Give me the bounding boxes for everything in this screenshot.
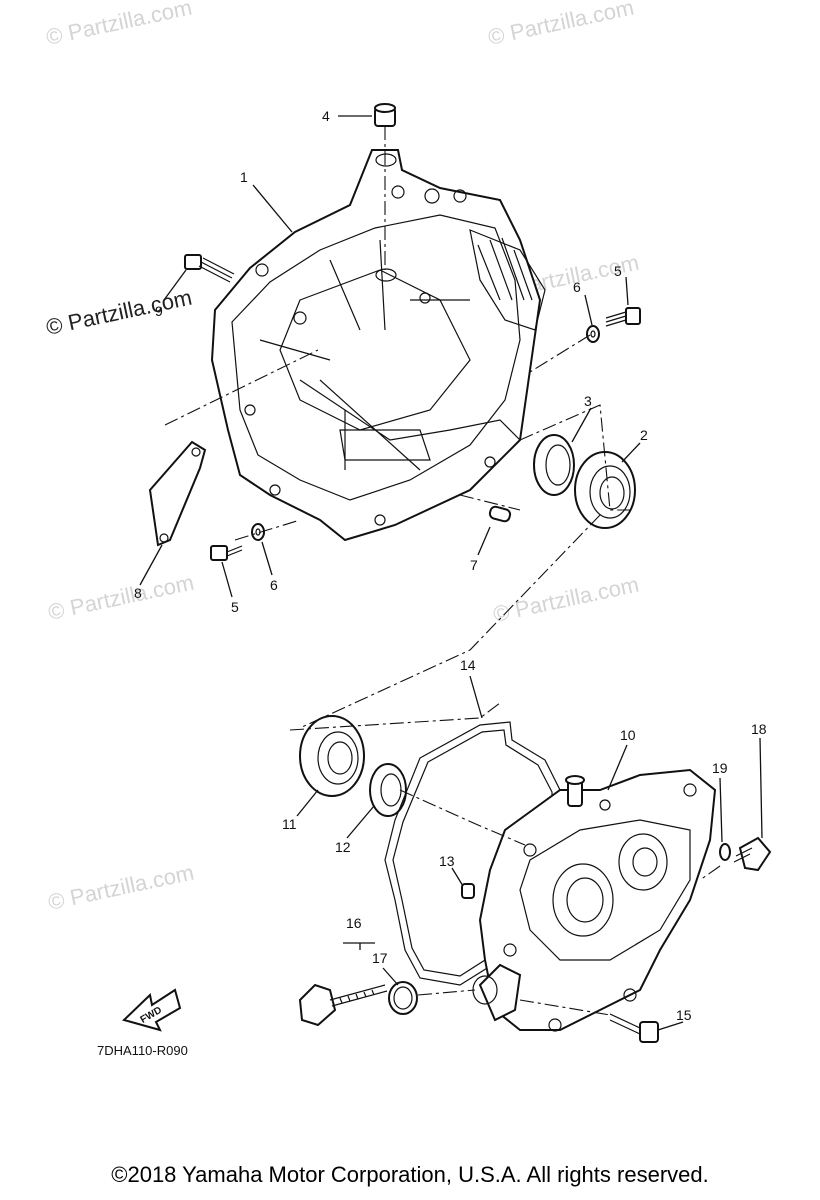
callout-1: 1 <box>240 169 248 185</box>
leader-lines-upper <box>139 115 641 598</box>
part-19-gasket <box>719 843 731 861</box>
part-18-drain-plug <box>733 836 772 872</box>
fwd-arrow-icon: FWD <box>122 988 182 1032</box>
watermark: © Partzilla.com <box>46 570 196 625</box>
callout-5: 5 <box>614 263 622 279</box>
callout-7: 7 <box>470 557 478 573</box>
callout-19: 19 <box>712 760 728 776</box>
callout-2: 2 <box>640 427 648 443</box>
callout-3: 3 <box>584 393 592 409</box>
part-17-o-ring <box>388 981 418 1015</box>
part-15-bolt <box>609 1013 659 1043</box>
part-3-oil-seal <box>533 434 575 496</box>
callout-12: 12 <box>335 839 351 855</box>
callout-6: 6 <box>573 279 581 295</box>
part-12-oil-seal <box>369 763 407 817</box>
callout-18: 18 <box>751 721 767 737</box>
callout-8: 8 <box>134 585 142 601</box>
diagram-code: 7DHA110-R090 <box>97 1043 188 1058</box>
watermark: © Partzilla.com <box>486 0 636 50</box>
alignment-lines-upper <box>164 126 630 541</box>
callout-9: 9 <box>155 303 163 319</box>
crankcase-body <box>210 149 546 542</box>
part-7-dowel-pin <box>488 505 512 523</box>
callout-11: 11 <box>282 816 297 832</box>
callout-5b: 5 <box>231 599 239 615</box>
part-2-bearing <box>574 451 636 529</box>
callout-4: 4 <box>322 108 330 124</box>
part-5-bolt-right <box>605 307 641 327</box>
part-11-bearing <box>299 715 365 797</box>
watermark: © Partzilla.com <box>46 860 196 915</box>
alignment-lines-lower <box>289 514 721 1016</box>
part-5-bolt-left <box>210 545 243 561</box>
callout-labels: 1 2 3 4 5 6 7 8 9 5 6 10 11 12 13 14 15 … <box>134 108 767 1023</box>
callout-10: 10 <box>620 727 636 743</box>
part-8-plate <box>148 440 207 547</box>
callout-15: 15 <box>676 1007 692 1023</box>
callout-6b: 6 <box>270 577 278 593</box>
part-4-collar <box>374 103 396 127</box>
watermark: © Partzilla.com <box>44 0 194 50</box>
part-13-plug <box>461 883 475 899</box>
part-16-dipstick <box>298 983 388 1027</box>
copyright-notice: ©2018 Yamaha Motor Corporation, U.S.A. A… <box>111 1162 709 1187</box>
callout-16: 16 <box>346 915 362 931</box>
part-10-crankcase-cover <box>472 768 717 1032</box>
callout-13: 13 <box>439 853 455 869</box>
callout-14: 14 <box>460 657 476 673</box>
watermark: © Partzilla.com <box>491 572 641 627</box>
part-9-bolt <box>184 254 235 283</box>
leader-lines-lower <box>296 675 763 1031</box>
callout-17: 17 <box>372 950 388 966</box>
watermark-strong: © Partzilla.com <box>44 285 194 340</box>
part-6-washer-right <box>586 325 600 343</box>
